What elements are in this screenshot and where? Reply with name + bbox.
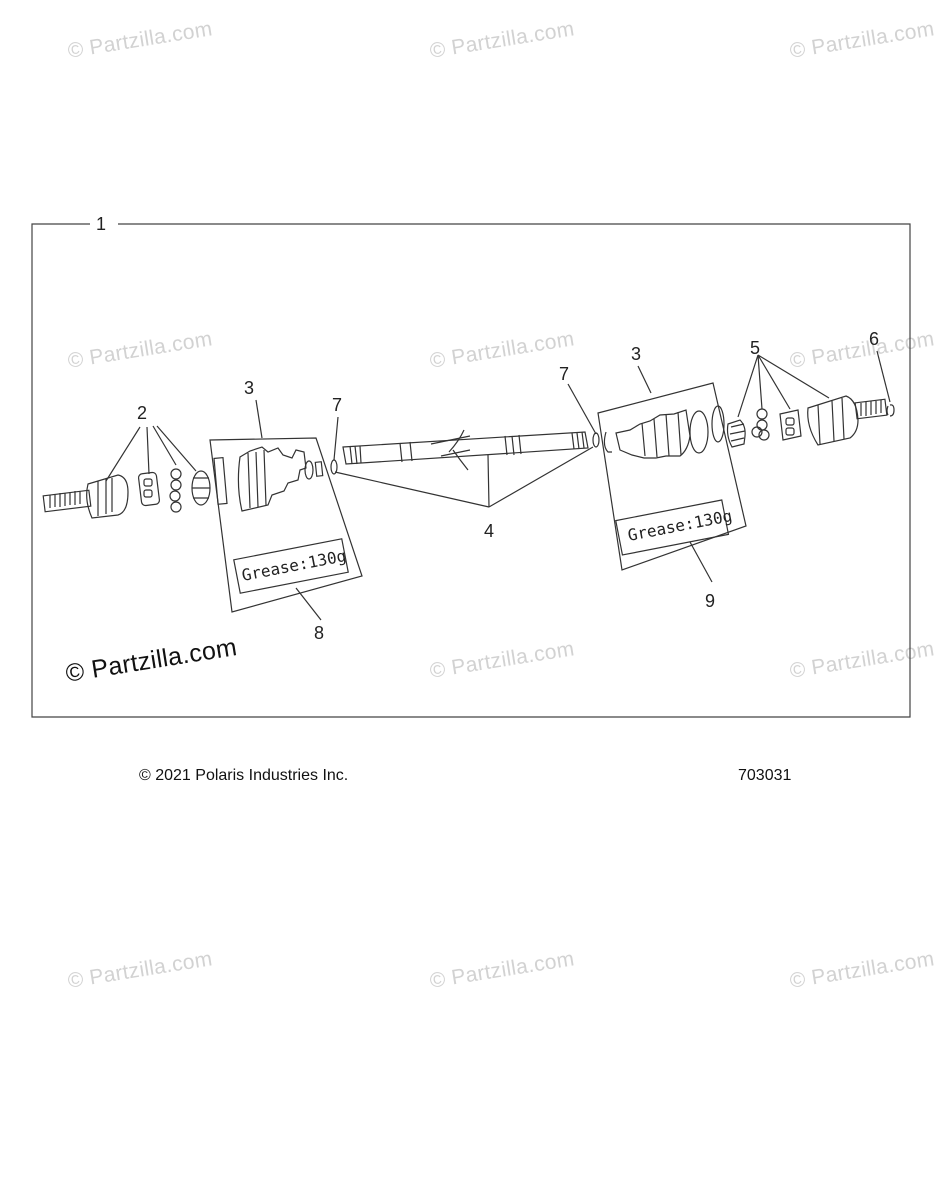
- grease-label-right: Grease:130g: [626, 506, 734, 545]
- callout-3-left: 3: [244, 378, 254, 398]
- callout-6: 6: [869, 329, 879, 349]
- callout-7-left: 7: [332, 395, 342, 415]
- cv-internal-parts-left: [137, 468, 211, 513]
- callout-8: 8: [314, 623, 324, 643]
- copyright-text: © 2021 Polaris Industries Inc.: [139, 767, 349, 784]
- outer-cv-joint-right: [807, 395, 888, 446]
- circlip: [886, 404, 895, 417]
- callout-4: 4: [484, 521, 494, 541]
- callout-3-right: 3: [631, 344, 641, 364]
- drawing-number: 703031: [738, 767, 792, 784]
- boot-kit-right: [597, 382, 747, 571]
- outer-cv-joint-left: [42, 474, 129, 519]
- callout-7-right: 7: [559, 364, 569, 384]
- leader-lines: [105, 350, 891, 621]
- callout-9: 9: [705, 591, 715, 611]
- callout-1: 1: [96, 214, 106, 234]
- boot-kit-left: [209, 437, 363, 613]
- callout-2: 2: [137, 403, 147, 423]
- axle-shaft: [330, 429, 600, 475]
- grease-label-left: Grease:130g: [240, 546, 348, 585]
- assembly-frame: [31, 223, 911, 718]
- callout-5: 5: [750, 338, 760, 358]
